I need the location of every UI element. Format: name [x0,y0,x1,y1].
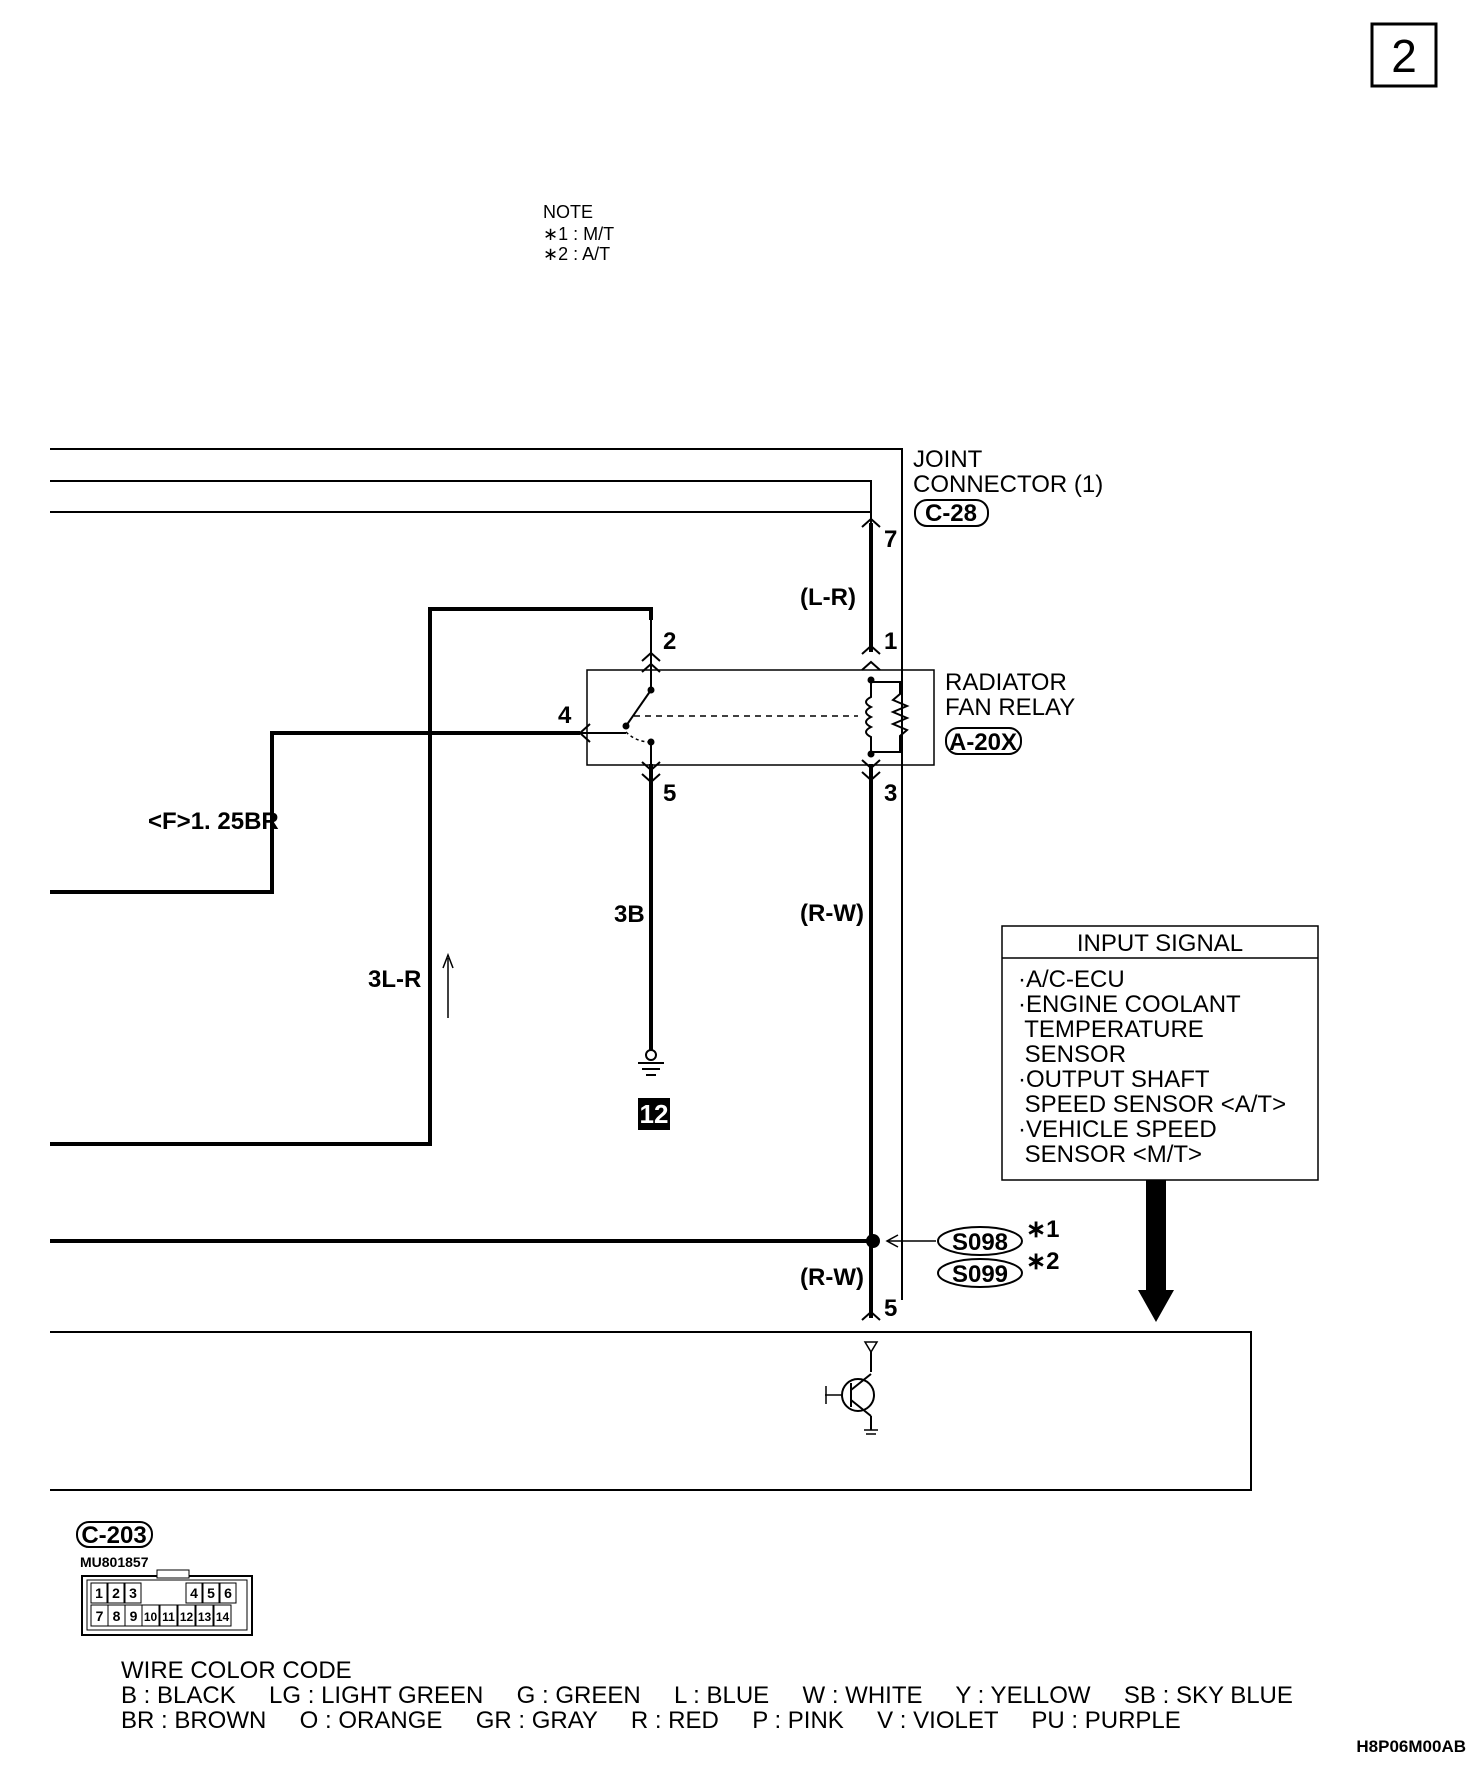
connector-pin-cell [90,1582,108,1604]
wire-label-rw-upper: (R-W) [800,900,864,927]
main-vertical-wire [861,517,881,1321]
current-arrow-icon [442,952,454,1018]
joint-connector-pin: 7 [884,526,897,553]
wire-color-code-line1: B : BLACK LG : LIGHT GREEN G : GREEN L :… [121,1682,1293,1709]
input-signal-title: INPUT SIGNAL [1077,930,1243,957]
connector-pin-cell [107,1582,125,1604]
connector-pin-label: 10 [144,1610,158,1624]
wire-color-code: WIRE COLOR CODE B : BLACK LG : LIGHT GRE… [121,1657,1293,1734]
relay-pin-5: 5 [663,780,676,807]
splice-s099: S099 [952,1261,1008,1288]
connector-pin-cell [195,1604,214,1627]
input-signal-box: INPUT SIGNAL ·A/C-ECU ·ENGINE COOLANT TE… [1001,925,1319,1181]
wire-br [50,731,580,894]
input-signal-line-8: SENSOR <M/T> [1018,1141,1202,1168]
connector-pin-cell [159,1604,178,1627]
splice-s099-note: ∗2 [1026,1248,1059,1275]
note-line-2: ∗2 : A/T [543,244,610,264]
connector-part: MU801857 [80,1554,149,1570]
connector-pin-label: 13 [198,1610,212,1624]
input-signal-line-2: ·ENGINE COOLANT [1018,991,1241,1018]
joint-connector-line1: JOINT [913,446,983,473]
note-title: NOTE [543,202,593,222]
wire-label-3lr: 3L-R [368,966,421,993]
connector-pin-label: 11 [162,1610,175,1624]
ground-icon [638,1049,664,1076]
splice-s098-note: ∗1 [1026,1216,1059,1243]
ecu-pin: 5 [884,1295,897,1322]
connector-pin-cell [177,1604,196,1627]
wire-color-code-title: WIRE COLOR CODE [121,1657,352,1684]
wire-label-rw-lower: (R-W) [800,1264,864,1291]
relay-pin-3: 3 [884,780,897,807]
relay-pin-2: 2 [663,628,676,655]
connector-pin-cell [185,1582,203,1604]
top-thin-wires [50,448,903,1300]
note-block: NOTE ∗1 : M/T ∗2 : A/T [543,202,614,264]
wire-3lr [50,607,653,1146]
connector-pin-cell [202,1582,220,1604]
joint-connector-code: C-28 [925,500,977,527]
connector-pin-cell [141,1604,160,1627]
input-signal-line-7: ·VEHICLE SPEED [1018,1116,1217,1143]
input-signal-line-3: TEMPERATURE [1018,1016,1204,1043]
ground-number-box [638,1098,670,1130]
input-signal-line-1: ·A/C-ECU [1018,966,1125,993]
connector-pin-label: 3 [129,1585,137,1601]
connector-pin-label: 6 [224,1585,232,1601]
relay-pin-1: 1 [884,628,897,655]
joint-connector-line2: CONNECTOR (1) [913,471,1103,498]
connector-pin-label: 4 [190,1585,198,1601]
connector-pin-cell [124,1582,142,1604]
relay-line1: RADIATOR [945,669,1067,696]
connector-pin-label: 1 [95,1585,103,1601]
ecu-box [50,1331,1252,1491]
connector-pin-label: 5 [207,1585,215,1601]
connector-pin-label: 12 [180,1610,194,1624]
connector-pin-label: 14 [216,1610,230,1624]
splice-pointer-icon [885,1234,936,1248]
connector-code: C-203 [81,1522,146,1549]
radiator-fan-relay [578,620,935,1050]
relay-code: A-20X [949,729,1017,756]
splice-junction [866,1234,880,1248]
figure-code: H8P06M00AB [1356,1737,1466,1756]
connector-pin-cell [213,1604,232,1627]
relay-line2: FAN RELAY [945,694,1075,721]
transistor-icon [825,1341,879,1435]
note-line-1: ∗1 : M/T [543,224,614,244]
splice-s098: S098 [952,1229,1008,1256]
wire-color-code-line2: BR : BROWN O : ORANGE GR : GRAY R : RED … [121,1707,1181,1734]
joint-connector: JOINT CONNECTOR (1) C-28 7 [884,446,1103,553]
wire-label-br: <F>1. 25BR [148,808,279,835]
connector-pin-cell [219,1582,237,1604]
input-signal-line-4: SENSOR [1018,1041,1126,1068]
page-number-box: 2 [1370,22,1438,88]
connector-pin-label: 9 [130,1608,138,1624]
ground-number: 12 [640,1099,669,1129]
page-number: 2 [1391,30,1417,82]
connector-pin-label: 2 [112,1585,120,1601]
connector-pin-label: 7 [96,1608,104,1624]
wire-label-lr: (L-R) [800,584,856,611]
input-signal-line-6: SPEED SENSOR <A/T> [1018,1091,1286,1118]
connector-pin-label: 8 [113,1608,121,1624]
wire-label-3b: 3B [614,901,645,928]
input-signal-arrow-icon [1138,1180,1174,1322]
relay-pin-4: 4 [558,702,572,729]
input-signal-line-5: ·OUTPUT SHAFT [1018,1066,1210,1093]
